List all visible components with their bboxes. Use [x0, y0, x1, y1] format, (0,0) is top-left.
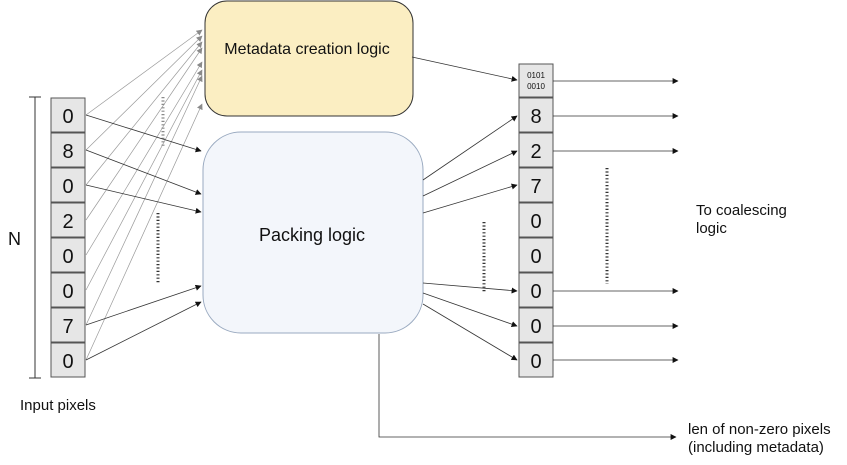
output-cell — [518, 272, 554, 308]
length-label-line2: (including metadata) — [688, 439, 824, 456]
input-pixel-column: 0 8 0 2 0 0 7 0 — [50, 97, 86, 378]
metadata-input-wires — [85, 29, 203, 361]
input-cell-value: 0 — [62, 106, 73, 128]
input-cell — [50, 342, 86, 378]
input-cell — [50, 132, 86, 168]
metadata-creation-label: Metadata creation logic — [224, 41, 389, 58]
output-cell — [518, 97, 554, 133]
input-cell-value: 2 — [62, 211, 73, 233]
input-cell — [50, 167, 86, 203]
input-cell — [50, 202, 86, 238]
input-cell-value: 7 — [62, 316, 73, 338]
output-metadata-cell — [518, 63, 554, 98]
packing-output-wires — [422, 115, 518, 361]
input-cell — [50, 237, 86, 273]
coalescing-label-line1: To coalescing — [696, 202, 787, 219]
metadata-creation-box — [204, 0, 414, 117]
metadata-bits-line2: 0010 — [527, 82, 545, 91]
length-output-wire — [378, 334, 677, 440]
metadata-to-output-wire — [411, 56, 518, 82]
packing-logic-box — [202, 131, 424, 334]
output-cell — [518, 132, 554, 168]
output-cell-value: 8 — [530, 106, 541, 128]
output-cell-value: 7 — [530, 176, 541, 198]
input-cell-value: 0 — [62, 351, 73, 373]
packing-logic-label: Packing logic — [259, 225, 365, 245]
metadata-bits-line1: 0101 — [527, 71, 545, 80]
n-label: N — [8, 229, 21, 249]
output-cell — [518, 202, 554, 238]
input-pixels-caption: Input pixels — [20, 397, 96, 414]
input-cell-value: 0 — [62, 246, 73, 268]
output-cell-value: 0 — [530, 211, 541, 233]
input-cell — [50, 307, 86, 343]
packing-input-wires — [85, 114, 202, 361]
output-cell — [518, 307, 554, 343]
input-cell-value: 0 — [62, 281, 73, 303]
coalescing-label-line2: logic — [696, 220, 727, 237]
output-cell-value: 0 — [530, 351, 541, 373]
input-cell-value: 0 — [62, 176, 73, 198]
output-column: 0101 0010 8 2 7 0 0 0 0 0 — [518, 63, 554, 378]
output-cell-value: 0 — [530, 281, 541, 303]
coalescing-arrows — [553, 78, 679, 363]
output-cell — [518, 237, 554, 273]
input-cell — [50, 97, 86, 133]
output-cell — [518, 167, 554, 203]
output-cell-value: 2 — [530, 141, 541, 163]
input-cell — [50, 272, 86, 308]
output-cell-value: 0 — [530, 316, 541, 338]
input-cell-value: 8 — [62, 141, 73, 163]
length-label-line1: len of non-zero pixels — [688, 421, 831, 438]
output-cell-value: 0 — [530, 246, 541, 268]
